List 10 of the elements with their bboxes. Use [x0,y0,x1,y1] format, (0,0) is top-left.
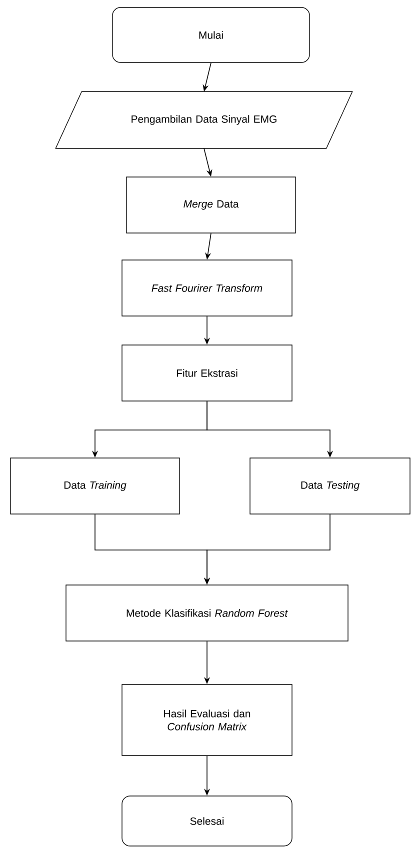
process-box: Merge Data [126,176,296,234]
start-terminal: Mulai [112,7,310,63]
process-box: Fast Fourirer Transform [122,260,292,316]
end-terminal: Selesai [122,796,292,846]
process-box: Metode Klasifikasi Random Forest [66,584,348,642]
process-box: Hasil Evaluasi dan Confusion Matrix [122,684,292,756]
input-parallelogram: Pengambilan Data Sinyal EMG [55,91,353,149]
process-box: Data Testing [250,458,410,514]
process-box: Data Training [10,458,180,514]
process-box: Fitur Ekstrasi [122,344,292,402]
